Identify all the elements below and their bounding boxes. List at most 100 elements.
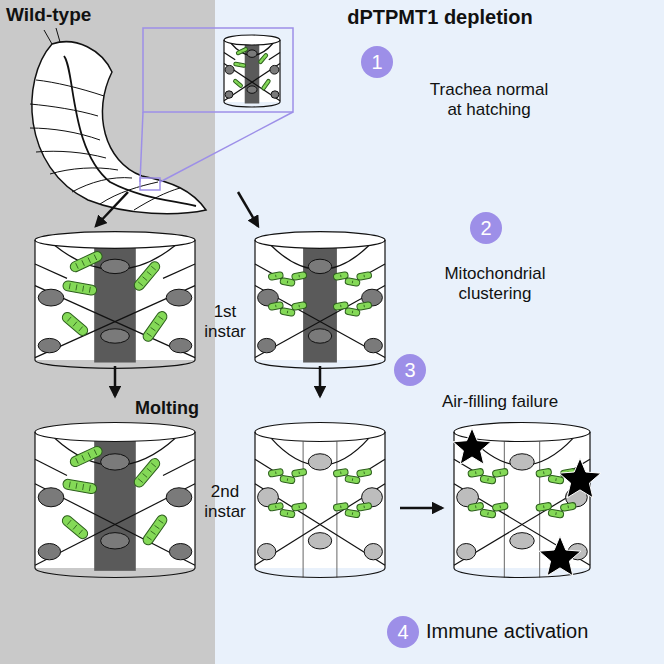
step-number-circle: 1 xyxy=(361,46,393,78)
mitochondrion-crista xyxy=(487,512,488,515)
cell-boundary xyxy=(194,432,195,568)
mitochondrion xyxy=(291,302,307,311)
stage-label: 2nd instar xyxy=(195,482,255,521)
mitochondrion-crista xyxy=(69,283,70,289)
immune-cell-star xyxy=(453,428,491,464)
mitochondrion xyxy=(280,308,296,317)
mitochondrion-crista xyxy=(340,275,341,277)
mitochondrion xyxy=(356,468,372,477)
mitochondrion-crista xyxy=(67,317,71,322)
cell-boundary xyxy=(384,432,385,568)
mitochondrion-crista xyxy=(275,506,276,508)
mitochondrion xyxy=(268,302,284,311)
callout-number: 1 xyxy=(371,52,382,72)
mitochondrion xyxy=(60,514,89,541)
mitochondrion-crista xyxy=(265,84,266,85)
cell-boundary xyxy=(34,240,35,360)
mitochondrion-outer xyxy=(280,308,296,317)
mitochondrion xyxy=(492,468,508,477)
mitochondrion-crista xyxy=(363,472,364,474)
trachea-tube xyxy=(255,232,385,369)
mitochondrion xyxy=(141,310,169,344)
nucleus xyxy=(510,533,534,549)
mitochondrion-outer xyxy=(60,514,89,541)
mitochondrion xyxy=(132,457,162,489)
mitochondrion-crista xyxy=(340,506,341,508)
step-label: Trachea normal at hatching xyxy=(424,80,554,119)
mitochondrion-crista xyxy=(287,311,288,313)
nucleus xyxy=(308,329,331,343)
mitochondrion-crista xyxy=(287,512,288,514)
mitochondrion-crista xyxy=(73,525,77,530)
mitochondrion-crista xyxy=(73,322,77,327)
nucleus xyxy=(247,86,257,93)
mitochondrion-crista xyxy=(275,305,276,307)
mitochondrion xyxy=(468,468,484,477)
mitochondrion-crista xyxy=(241,50,242,51)
mitochondrion-crista xyxy=(82,260,85,265)
mitochondrion-outer xyxy=(141,513,169,547)
mitochondrion-crista xyxy=(543,505,544,508)
callout-number: 4 xyxy=(397,622,408,642)
inset-source xyxy=(140,178,160,190)
cell-boundary xyxy=(35,286,195,358)
mitochondrion-crista xyxy=(147,271,152,275)
mitochondrion-outer xyxy=(268,502,284,511)
mitochondrion-crista xyxy=(239,64,240,65)
mitochondrion-crista xyxy=(76,263,79,268)
callout-number: 3 xyxy=(404,360,415,380)
mitochondrion-outer xyxy=(261,79,271,91)
mitochondrion-outer xyxy=(492,502,508,511)
mitochondrion-crista xyxy=(83,286,84,292)
mitochondrion xyxy=(233,79,243,88)
mitochondrion-outer xyxy=(234,62,246,68)
mitochondrion-outer xyxy=(132,260,162,292)
mitochondrion-crista xyxy=(138,479,143,483)
mitochondrion-crista xyxy=(352,478,353,480)
mitochondrion xyxy=(261,79,271,91)
mitochondrion-crista xyxy=(89,485,90,491)
nucleus xyxy=(271,91,279,98)
mitochondrion-crista xyxy=(69,482,70,488)
mitochondrion-outer xyxy=(60,311,89,338)
mitochondrion xyxy=(492,502,508,511)
nucleus xyxy=(101,329,130,343)
mitochondrion-outer xyxy=(291,468,307,477)
mitochondrion xyxy=(291,272,307,281)
mitochondrion-outer xyxy=(132,457,162,489)
mitochondrion xyxy=(480,509,496,518)
mitochondrion xyxy=(60,311,89,338)
depletion-panel xyxy=(215,0,664,664)
mitochondrion xyxy=(291,502,307,511)
mitochondrion-crista xyxy=(83,484,84,490)
inset-leader xyxy=(140,112,143,182)
mitochondrion-outer xyxy=(356,468,372,477)
mitochondrion-crista xyxy=(151,327,156,330)
nucleus xyxy=(101,259,130,273)
mitochondrion-crista xyxy=(352,281,353,283)
mitochondrion-crista xyxy=(298,305,299,307)
nucleus xyxy=(308,533,331,549)
cell-boundary xyxy=(453,432,454,568)
mitochondrion xyxy=(280,278,296,287)
nucleus xyxy=(38,289,64,306)
mitochondrion xyxy=(560,502,576,511)
mitochondrion-outer xyxy=(236,47,248,55)
step-number-circle: 3 xyxy=(394,354,426,386)
mitochondrion xyxy=(356,272,372,281)
trachea-tube xyxy=(35,232,195,369)
mitochondrion-outer xyxy=(291,502,307,511)
mitochondrion-outer xyxy=(492,468,508,477)
mitochondrion-crista xyxy=(275,472,276,474)
cell-boundary xyxy=(279,40,280,102)
nucleus xyxy=(38,544,60,560)
nucleus xyxy=(510,454,534,470)
cell-boundary xyxy=(163,264,195,278)
mitochondrion-crista xyxy=(67,520,71,525)
mitochondrion xyxy=(62,280,97,296)
trachea-tubes xyxy=(35,35,601,578)
mitochondrion-crista xyxy=(88,452,91,457)
nucleus xyxy=(364,544,382,560)
nucleus xyxy=(270,65,279,74)
nucleus xyxy=(169,338,191,352)
